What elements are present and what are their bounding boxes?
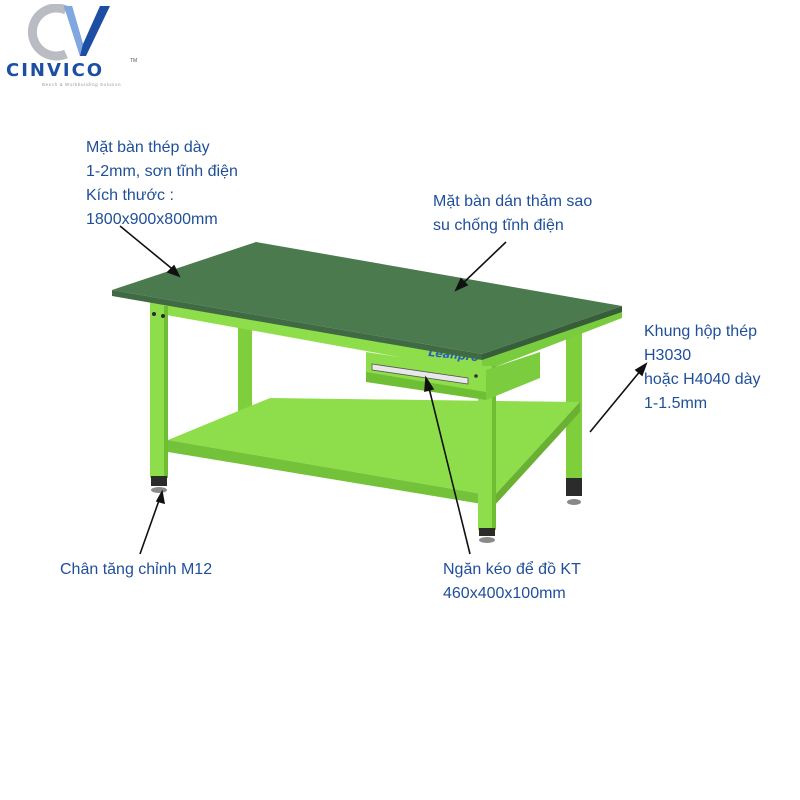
callout-frame-line-3: hoặc H4040 dày [644,371,761,388]
back-left-leg [238,322,252,430]
drawer-side [486,352,540,400]
callout-tabletop: Mặt bàn thép dày 1-2mm, sơn tĩnh điện Kí… [86,136,238,232]
brand-name: CINVICO [6,60,105,81]
cv-logo-icon [27,3,110,61]
callout-frame-line-2: H3030 [644,347,692,364]
trademark-mark: TM [130,58,138,64]
brand-tagline: Bench & Workbuilding Solution [42,82,122,87]
callout-drawer-line-2: 460x400x100mm [443,585,566,602]
callout-frame-line-4: 1-1.5mm [644,395,708,412]
callout-mat: Mặt bàn dán thảm sao su chống tĩnh điện [433,190,592,238]
back-right-foot [566,478,582,496]
lower-shelf [168,398,580,496]
callout-tabletop-line-2: 1-2mm, sơn tĩnh điện [86,163,238,180]
callout-frame: Khung hộp thép H3030 hoặc H4040 dày 1-1.… [644,320,761,416]
callout-mat-line-2: su chống tĩnh điện [433,217,564,234]
front-right-leg [478,366,496,530]
callout-tabletop-line-3: Kích thước : [86,187,174,204]
cinvico-logo [8,3,148,96]
front-right-foot [479,528,495,536]
callout-drawer-line-1: Ngăn kéo để đồ KT [443,561,581,578]
callout-frame-line-1: Khung hộp thép [644,323,757,340]
tabletop-surface [112,242,622,354]
drawer-handle [371,363,469,385]
callout-arrows [119,225,648,555]
front-apron [150,300,482,372]
callout-mat-line-1: Mặt bàn dán thảm sao [433,193,593,210]
callout-tabletop-line-1: Mặt bàn thép dày [86,139,210,156]
callout-drawer: Ngăn kéo để đồ KT 460x400x100mm [443,558,581,606]
front-left-leg [150,306,168,478]
callout-leg-line-1: Chân tăng chỉnh M12 [60,561,213,578]
callout-leg: Chân tăng chỉnh M12 [60,558,212,582]
callout-tabletop-line-4: 1800x900x800mm [86,211,218,228]
front-left-foot [151,476,167,486]
